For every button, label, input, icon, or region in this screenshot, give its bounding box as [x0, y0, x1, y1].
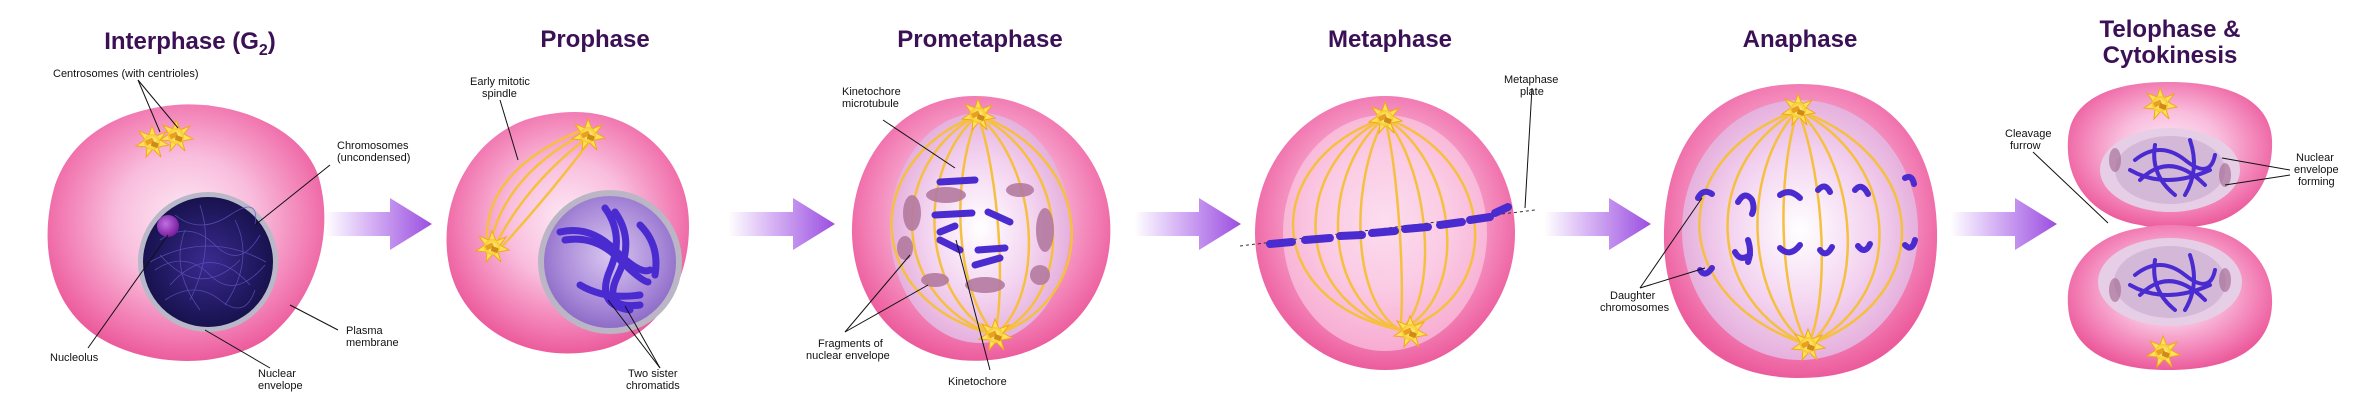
label-sister-chromatids-1: Two sister [628, 368, 678, 380]
prometaphase-cell [851, 96, 1111, 361]
title-prophase: Prophase [540, 26, 650, 53]
label-nuclear-envelope-2: envelope [258, 380, 303, 392]
label-daughter-1: Daughter [1610, 290, 1656, 302]
label-fragments-1: Fragments of [818, 338, 883, 350]
prophase-cell [446, 112, 689, 354]
label-metaphase-plate-2: plate [1520, 86, 1544, 98]
label-fragments-2: nuclear envelope [806, 350, 890, 362]
label-centrosomes: Centrosomes (with centrioles) [53, 68, 199, 80]
label-kinetochore: Kinetochore [948, 376, 1007, 388]
label-cleavage-2: furrow [2010, 140, 2041, 152]
telophase-cells [2067, 82, 2273, 370]
title-anaphase: Anaphase [1742, 26, 1858, 53]
stage-arrows [325, 198, 2057, 250]
title-telophase-line1: Telophase & [2099, 16, 2241, 43]
label-nucleolus: Nucleolus [50, 352, 99, 364]
label-nuclear-envelope-1: Nuclear [258, 368, 296, 380]
label-chromosomes-1: Chromosomes [337, 140, 409, 152]
label-early-spindle-1: Early mitotic [470, 76, 530, 88]
label-nuclear-forming-1: Nuclear [2296, 152, 2334, 164]
label-plasma-membrane-1: Plasma [346, 325, 383, 337]
label-chromosomes-2: (uncondensed) [337, 152, 411, 164]
label-kinetochore-mt-1: Kinetochore [842, 86, 901, 98]
label-metaphase-plate-1: Metaphase [1504, 74, 1559, 86]
title-prometaphase: Prometaphase [897, 26, 1063, 53]
label-plasma-membrane-2: membrane [346, 337, 399, 349]
label-nuclear-forming-2: envelope [2294, 164, 2339, 176]
label-sister-chromatids-2: chromatids [626, 380, 680, 392]
interphase-cell [47, 104, 325, 361]
title-telophase-line2: Cytokinesis [2102, 42, 2238, 69]
label-early-spindle-2: spindle [482, 88, 517, 100]
title-interphase-main: Interphase (G [104, 28, 259, 55]
label-nuclear-forming-3: forming [2298, 176, 2335, 188]
label-daughter-2: chromosomes [1600, 302, 1670, 314]
label-cleavage-1: Cleavage [2005, 128, 2052, 140]
title-interphase-sub: 2 [258, 41, 268, 59]
metaphase-cell [1239, 96, 1536, 370]
label-kinetochore-mt-2: microtubule [842, 98, 899, 110]
leader-lines [87, 79, 2291, 371]
anaphase-cell [1663, 84, 1938, 378]
title-interphase-end: ) [267, 28, 276, 55]
title-metaphase: Metaphase [1327, 26, 1453, 53]
title-interphase: Interphase (G2) [90, 28, 290, 64]
